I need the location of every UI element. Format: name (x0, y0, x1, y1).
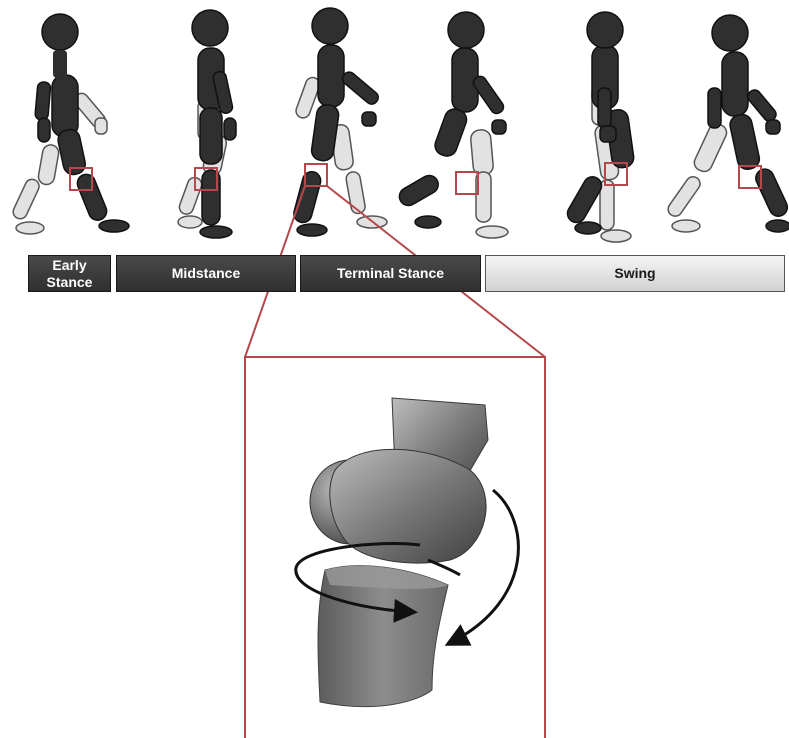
phase-midstance-label: Midstance (172, 265, 240, 282)
walking-figure-3 (292, 8, 387, 236)
phase-swing-label: Swing (614, 265, 655, 282)
walking-figure-6 (665, 15, 789, 232)
walking-figure-5 (564, 12, 635, 242)
walking-figure-1 (11, 14, 129, 234)
walking-figure-2 (177, 10, 236, 238)
phase-early-stance: Early Stance (28, 255, 111, 292)
phase-swing: Swing (485, 255, 785, 292)
phase-terminal-stance: Terminal Stance (300, 255, 481, 292)
phase-terminal-stance-label: Terminal Stance (337, 265, 444, 282)
knee-joint-render (310, 398, 488, 707)
phase-early-stance-label: Early Stance (47, 257, 93, 291)
walking-figure-4 (396, 12, 508, 238)
phase-midstance: Midstance (116, 255, 296, 292)
